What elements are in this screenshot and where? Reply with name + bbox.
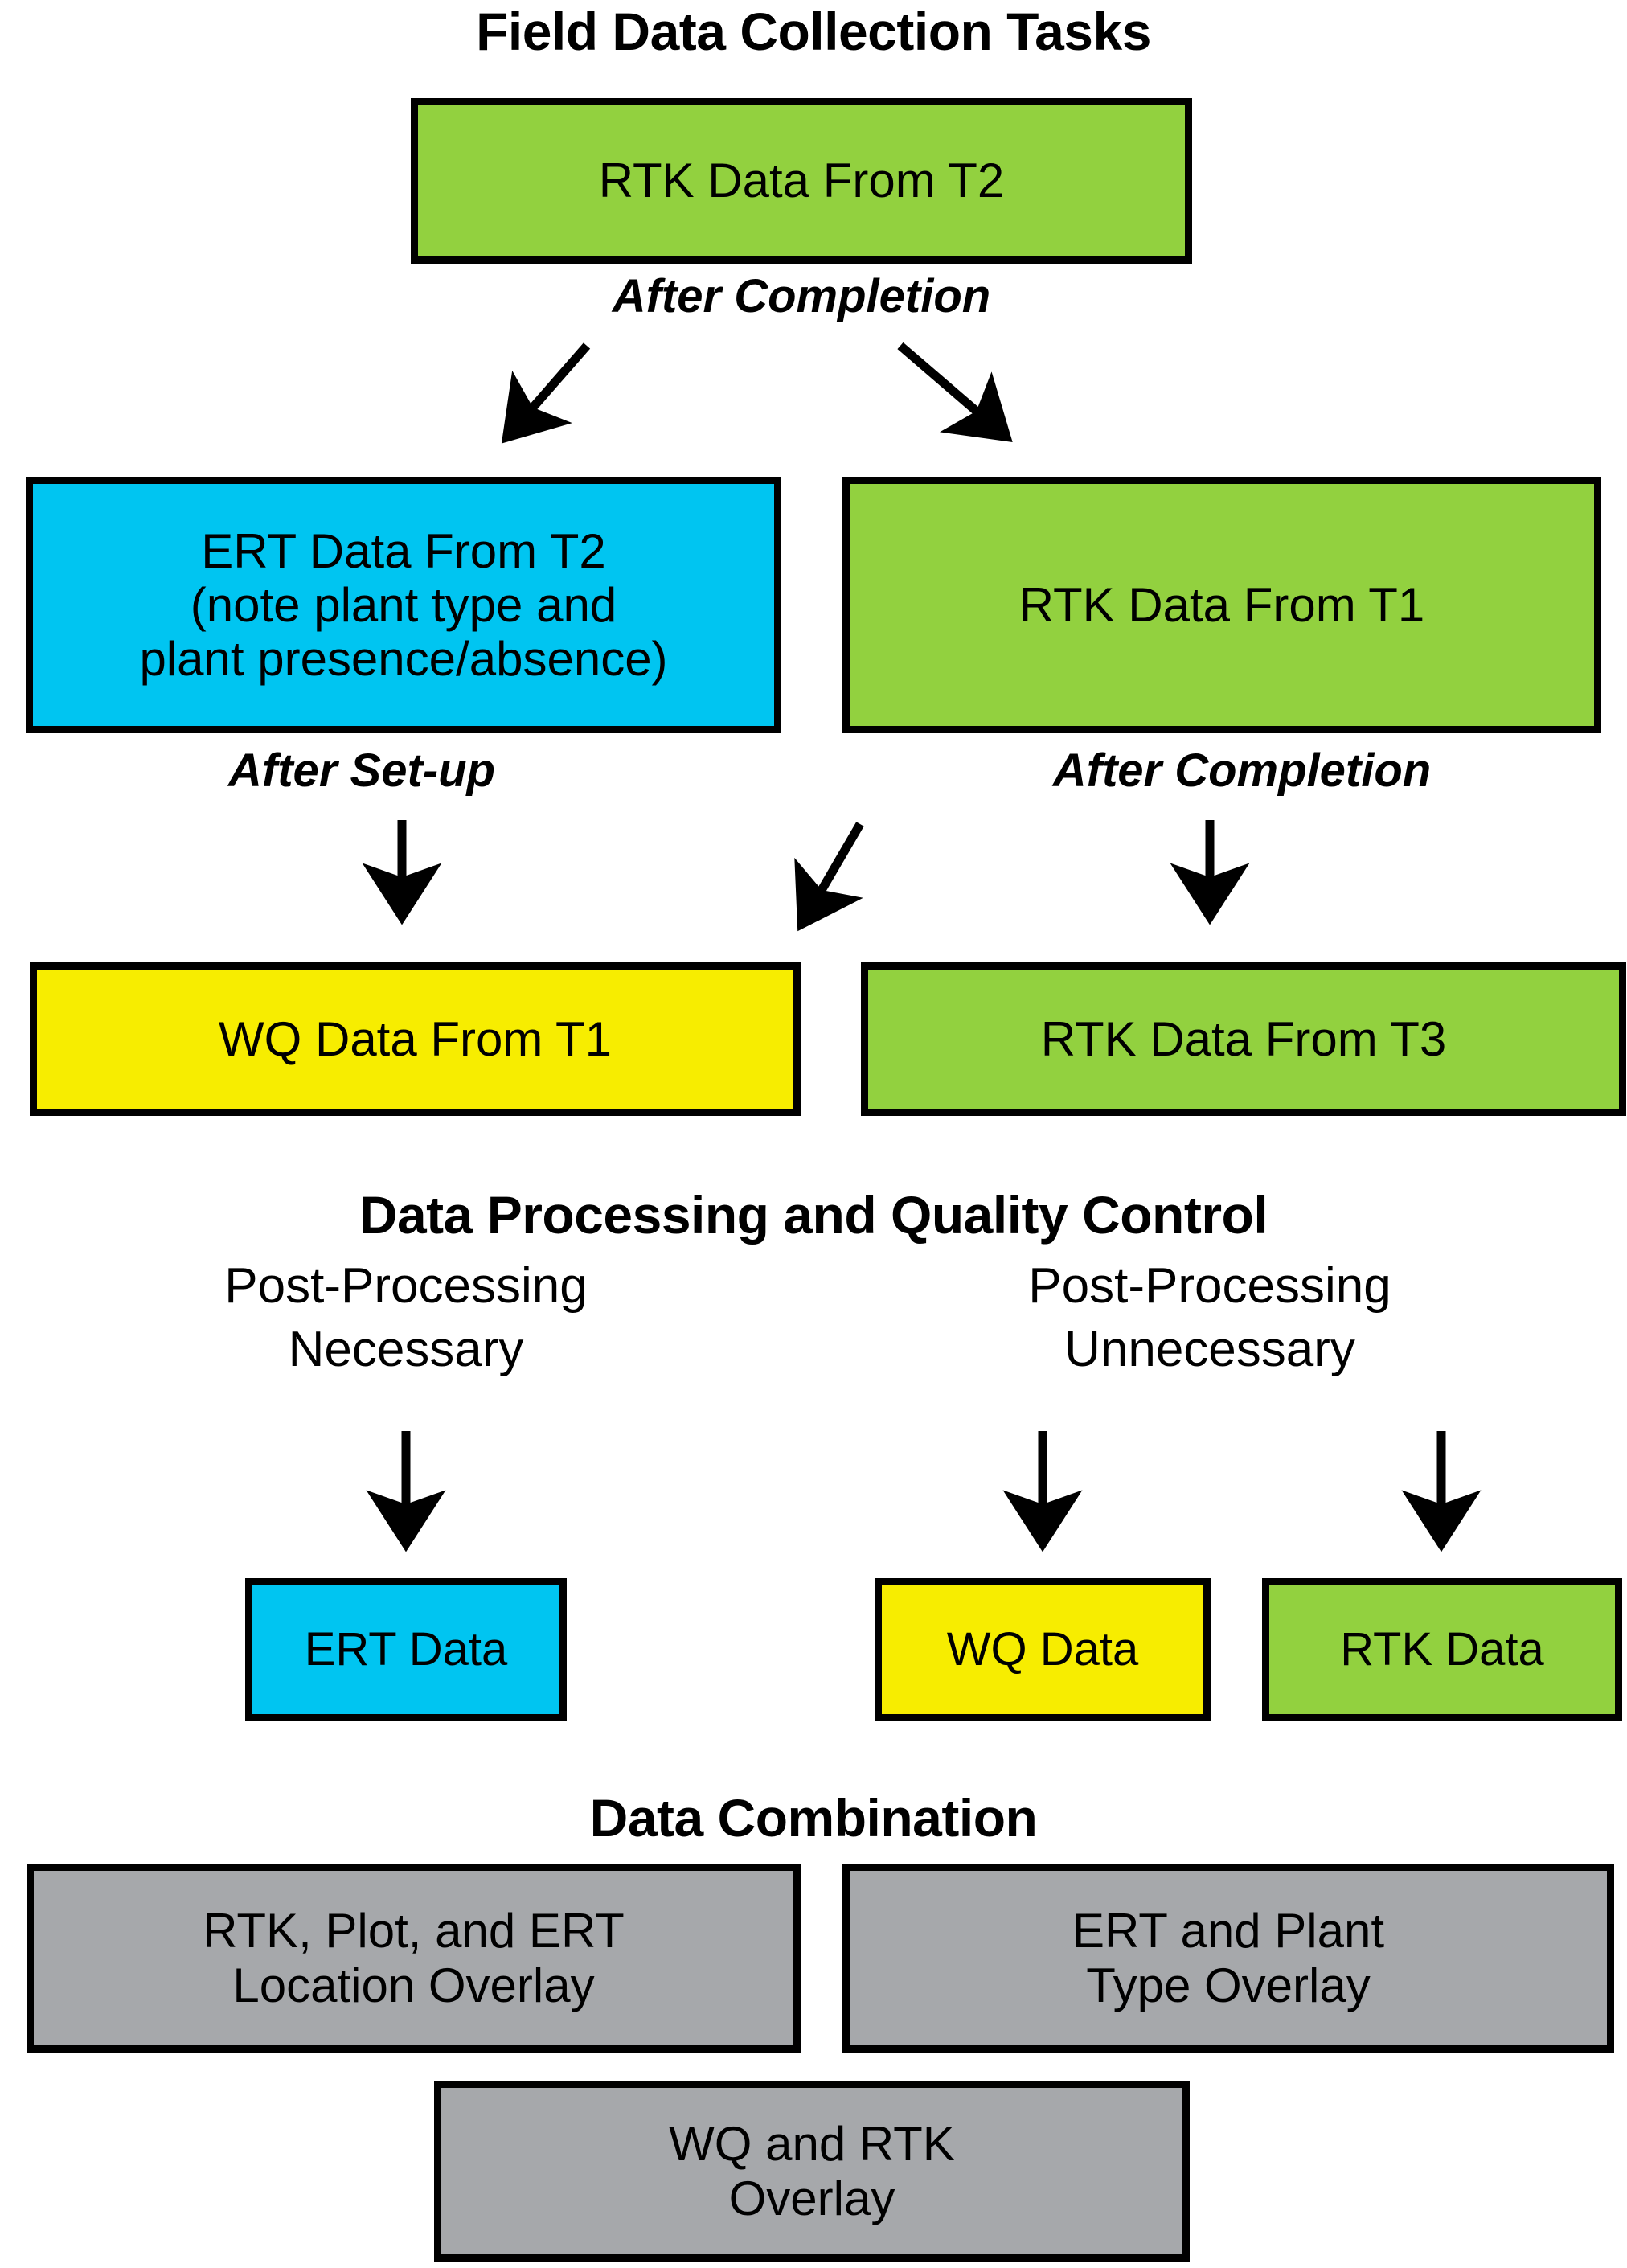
node-wq-data-from-t1[interactable]: WQ Data From T1 — [30, 962, 801, 1116]
edge-label-after-completion-mid: After Completion — [1052, 744, 1432, 797]
node-rtk-data-from-t3[interactable]: RTK Data From T3 — [861, 962, 1626, 1116]
node-label: RTK Data From T2 — [598, 154, 1005, 208]
node-label: WQ Data — [946, 1622, 1139, 1675]
node-ert-data-from-t2[interactable]: ERT Data From T2 (note plant type and pl… — [26, 477, 781, 733]
arrow-rtk-t1-to-left — [794, 822, 864, 932]
node-rtk-data[interactable]: RTK Data — [1262, 1578, 1622, 1721]
arrow-rtk-t2-to-ert-t2 — [501, 342, 591, 444]
node-rtk-data-from-t1[interactable]: RTK Data From T1 — [842, 477, 1601, 733]
section-title-field-data-collection: Field Data Collection Tasks — [476, 2, 1151, 61]
node-ert-data[interactable]: ERT Data — [245, 1578, 567, 1721]
node-label: RTK Data From T1 — [1018, 577, 1425, 632]
arrow-rtk-t2-to-rtk-t1 — [897, 342, 1013, 443]
node-rtk-plot-ert-location-overlay[interactable]: RTK, Plot, and ERT Location Overlay — [27, 1864, 801, 2053]
node-label: ERT Data — [304, 1622, 508, 1675]
edge-label-after-completion-top: After Completion — [612, 270, 991, 322]
node-label: WQ Data From T1 — [219, 1011, 612, 1066]
node-label: RTK, Plot, and ERT Location Overlay — [203, 1904, 625, 2012]
label-post-processing-unnecessary: Post-Processing Unnecessary — [1028, 1258, 1391, 1378]
node-label: ERT Data From T2 (note plant type and pl… — [139, 523, 668, 687]
node-rtk-data-from-t2[interactable]: RTK Data From T2 — [411, 98, 1192, 264]
section-title-data-combination: Data Combination — [589, 1788, 1038, 1848]
node-label: WQ and RTK Overlay — [669, 2117, 955, 2225]
edge-label-after-set-up: After Set-up — [228, 744, 495, 797]
node-label: RTK Data From T3 — [1040, 1011, 1447, 1066]
node-ert-plant-type-overlay[interactable]: ERT and Plant Type Overlay — [842, 1864, 1614, 2053]
node-label: ERT and Plant Type Overlay — [1072, 1904, 1385, 2012]
label-post-processing-necessary: Post-Processing Necessary — [224, 1258, 588, 1378]
node-label: RTK Data — [1340, 1622, 1544, 1675]
node-wq-rtk-overlay[interactable]: WQ and RTK Overlay — [434, 2081, 1190, 2262]
node-wq-data[interactable]: WQ Data — [875, 1578, 1211, 1721]
section-title-data-processing: Data Processing and Quality Control — [359, 1185, 1268, 1245]
